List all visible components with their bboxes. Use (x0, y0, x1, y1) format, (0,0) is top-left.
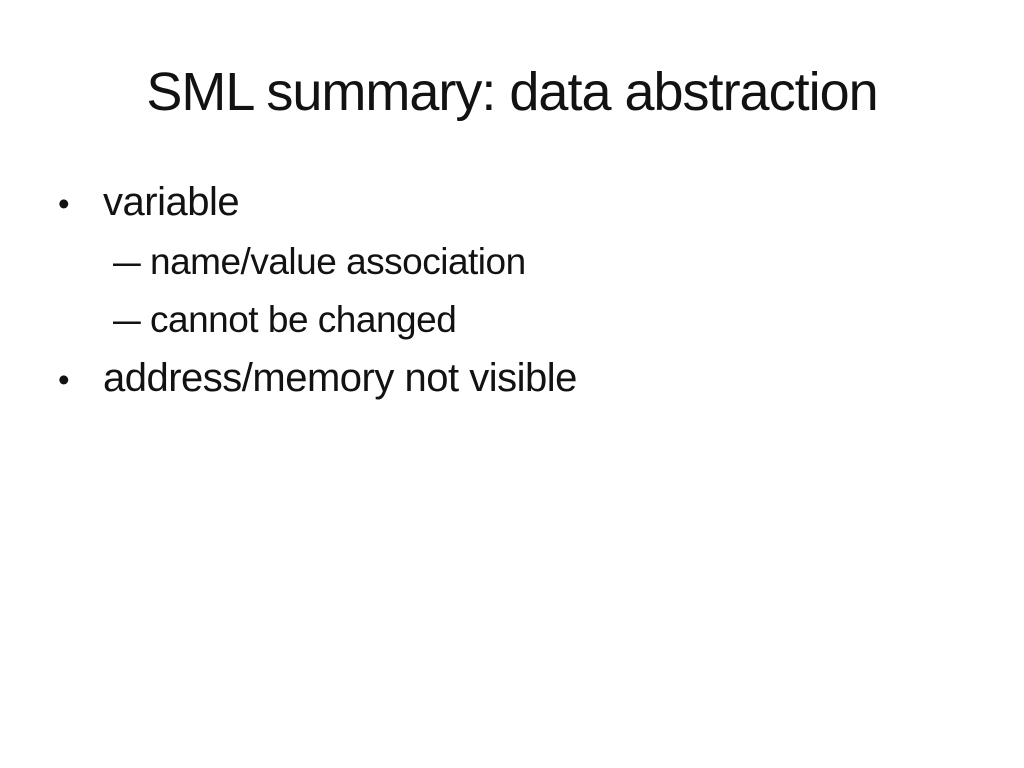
bullet-text: cannot be changed (150, 299, 457, 340)
bullet-marker: • (58, 185, 70, 222)
bullet-list: • variable –name/value association –canno… (0, 173, 1024, 409)
dash-marker: – (113, 299, 141, 340)
bullet-item: • address/memory not visible (0, 349, 1024, 409)
bullet-item: • variable (0, 173, 1024, 233)
bullet-text: variable (103, 180, 240, 224)
slide-title: SML summary: data abstraction (146, 62, 878, 122)
bullet-item: –cannot be changed (0, 291, 1024, 349)
bullet-item: –name/value association (0, 233, 1024, 291)
bullet-text: address/memory not visible (103, 356, 577, 400)
bullet-text: name/value association (150, 241, 526, 282)
dash-marker: – (113, 241, 141, 282)
bullet-marker: • (58, 361, 70, 398)
